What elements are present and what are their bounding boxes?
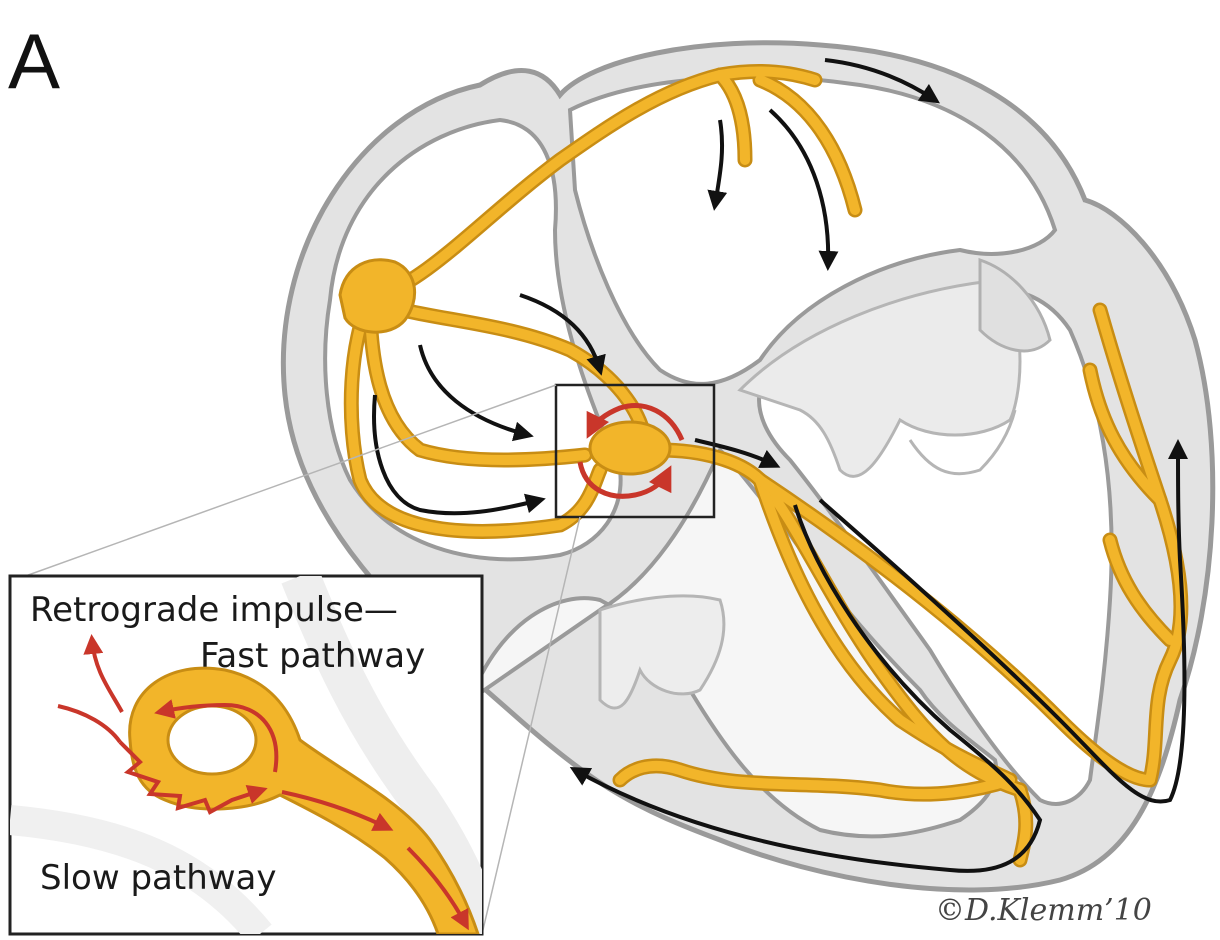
fast-pathway-label: Fast pathway — [200, 636, 425, 676]
artist-credit: ©D.Klemm’10 — [935, 893, 1152, 928]
retrograde-impulse-label: Retrograde impulse— — [30, 590, 398, 630]
slow-pathway-label: Slow pathway — [40, 858, 277, 898]
panel-label: A — [8, 22, 60, 100]
sa-node — [340, 260, 415, 332]
av-node — [590, 422, 670, 474]
